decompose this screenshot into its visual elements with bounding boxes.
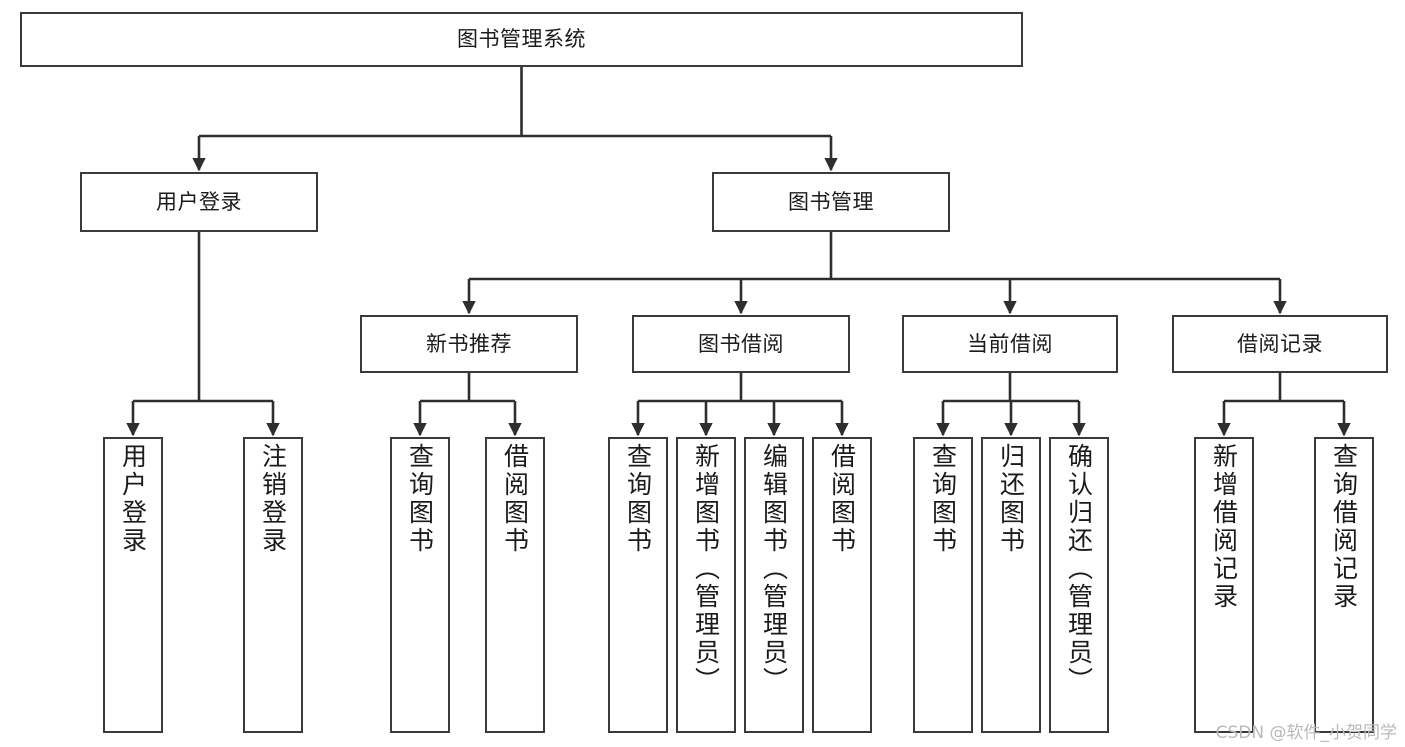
node-l-b2[interactable]: 借阅图书 — [812, 437, 872, 733]
node-label: 确认归还（管理员） — [1064, 443, 1094, 695]
node-l-logout[interactable]: 注销登录 — [243, 437, 303, 733]
node-label: 图书管理 — [788, 189, 874, 214]
node-l-login[interactable]: 用户登录 — [103, 437, 163, 733]
node-bookmgmt[interactable]: 图书管理 — [712, 172, 950, 232]
node-l-q1[interactable]: 查询图书 — [390, 437, 450, 733]
watermark-text: CSDN @软件_小贺同学 — [1215, 723, 1397, 743]
node-l-b1[interactable]: 借阅图书 — [485, 437, 545, 733]
node-label: 查询借阅记录 — [1329, 443, 1359, 611]
node-label: 新增借阅记录 — [1209, 443, 1239, 611]
node-label: 查询图书 — [928, 443, 958, 555]
node-l-q3[interactable]: 查询图书 — [913, 437, 973, 733]
node-label: 借阅图书 — [827, 443, 857, 555]
node-l-return[interactable]: 归还图书 — [981, 437, 1041, 733]
node-label: 查询图书 — [623, 443, 653, 555]
node-newbook[interactable]: 新书推荐 — [360, 315, 578, 373]
node-borrow[interactable]: 图书借阅 — [632, 315, 850, 373]
node-l-confirm[interactable]: 确认归还（管理员） — [1049, 437, 1109, 733]
node-label: 图书借阅 — [698, 331, 784, 356]
node-label: 借阅记录 — [1237, 331, 1323, 356]
node-label: 借阅图书 — [500, 443, 530, 555]
node-label: 图书管理系统 — [457, 27, 586, 52]
node-l-qrec[interactable]: 查询借阅记录 — [1314, 437, 1374, 733]
node-l-q2[interactable]: 查询图书 — [608, 437, 668, 733]
node-label: 归还图书 — [996, 443, 1026, 555]
node-l-edit[interactable]: 编辑图书（管理员） — [744, 437, 804, 733]
node-label: 编辑图书（管理员） — [759, 443, 789, 695]
node-current[interactable]: 当前借阅 — [902, 315, 1118, 373]
node-root[interactable]: 图书管理系统 — [20, 12, 1023, 67]
node-label: 注销登录 — [258, 443, 288, 555]
node-records[interactable]: 借阅记录 — [1172, 315, 1388, 373]
node-label: 当前借阅 — [967, 331, 1053, 356]
node-label: 用户登录 — [118, 443, 148, 555]
node-label: 新增图书（管理员） — [691, 443, 721, 695]
node-label: 新书推荐 — [426, 331, 512, 356]
node-label: 查询图书 — [405, 443, 435, 555]
node-login[interactable]: 用户登录 — [80, 172, 318, 232]
node-l-add[interactable]: 新增图书（管理员） — [676, 437, 736, 733]
node-label: 用户登录 — [156, 189, 242, 214]
node-l-addrec[interactable]: 新增借阅记录 — [1194, 437, 1254, 733]
